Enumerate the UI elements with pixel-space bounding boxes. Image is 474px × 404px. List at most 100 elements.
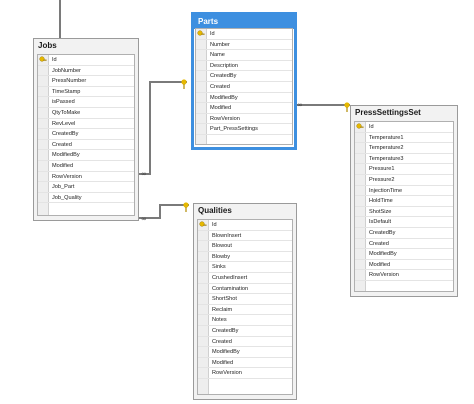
field-row[interactable]: RevLevel	[38, 119, 134, 130]
field-name: RowVersion	[210, 115, 240, 122]
field-row[interactable]: Temperature1	[355, 133, 453, 144]
field-name: Job_Part	[52, 184, 75, 191]
field-row[interactable]: ModifiedBy	[38, 150, 134, 161]
primary-key-field[interactable]: Id	[198, 220, 292, 231]
field-name: Notes	[212, 317, 227, 324]
field-row[interactable]: Reclaim	[198, 305, 292, 316]
field-name: Name	[210, 52, 225, 59]
field-row[interactable]: IsDefault	[355, 217, 453, 228]
field-name: Sinks	[212, 264, 226, 271]
field-row[interactable]: Created	[198, 337, 292, 348]
field-row[interactable]: Name	[196, 50, 292, 61]
field-row[interactable]: CrushedInsert	[198, 273, 292, 284]
field-row[interactable]: TimeStamp	[38, 87, 134, 98]
field-row[interactable]: QtyToMake	[38, 108, 134, 119]
field-name: ModifiedBy	[369, 251, 397, 258]
field-row[interactable]: Created	[355, 239, 453, 250]
field-row[interactable]: Pressure2	[355, 175, 453, 186]
field-name: BlownInsert	[212, 232, 242, 239]
field-name: HoldTime	[369, 198, 393, 205]
field-name: Created	[210, 83, 230, 90]
field-row[interactable]: ModifiedBy	[355, 249, 453, 260]
field-row[interactable]: CreatedBy	[198, 326, 292, 337]
field-name: Modified	[210, 105, 232, 112]
field-row[interactable]: Number	[196, 40, 292, 51]
field-name: Temperature3	[369, 155, 404, 162]
field-row[interactable]: ModifiedBy	[198, 347, 292, 358]
field-name: Number	[210, 41, 230, 48]
field-row[interactable]: Blowby	[198, 252, 292, 263]
field-row[interactable]: Part_PressSettings	[196, 124, 292, 135]
field-row[interactable]: RowVersion	[355, 270, 453, 281]
field-row[interactable]: ModifiedBy	[196, 93, 292, 104]
field-name: Created	[212, 338, 232, 345]
field-row[interactable]: Sinks	[198, 262, 292, 273]
field-name: CreatedBy	[210, 73, 237, 80]
table-title: Qualities	[194, 204, 296, 218]
field-name: Job_Quality	[52, 194, 82, 201]
field-row[interactable]: isPassed	[38, 97, 134, 108]
many-marker: ∞	[141, 170, 147, 178]
field-row[interactable]: InjectionTime	[355, 186, 453, 197]
field-row[interactable]: Modified	[196, 103, 292, 114]
field-name: Modified	[212, 359, 234, 366]
field-row[interactable]: CreatedBy	[355, 228, 453, 239]
field-name: ShortShot	[212, 296, 237, 303]
field-row[interactable]: Modified	[355, 260, 453, 271]
key-end-icon	[183, 202, 189, 212]
field-name: Blowby	[212, 253, 231, 260]
field-row[interactable]: CreatedBy	[196, 71, 292, 82]
field-row[interactable]: Created	[38, 140, 134, 151]
field-row[interactable]: CreatedBy	[38, 129, 134, 140]
many-marker: ∞	[141, 215, 147, 223]
field-row[interactable]: Contamination	[198, 284, 292, 295]
field-row[interactable]: Modified	[198, 358, 292, 369]
field-name: Description	[210, 62, 238, 69]
field-name: Part_PressSettings	[210, 126, 258, 133]
field-row[interactable]: Temperature3	[355, 154, 453, 165]
field-name: CreatedBy	[212, 327, 239, 334]
field-name: Contamination	[212, 285, 249, 292]
field-row[interactable]: PressNumber	[38, 76, 134, 87]
field-row[interactable]: Modified	[38, 161, 134, 172]
field-row[interactable]: ShortShot	[198, 294, 292, 305]
primary-key-field[interactable]: Id	[196, 29, 292, 40]
field-row[interactable]: JobNumber	[38, 66, 134, 77]
field-name: CreatedBy	[369, 229, 396, 236]
primary-key-field[interactable]: Id	[355, 122, 453, 133]
field-row[interactable]: Blowout	[198, 241, 292, 252]
field-name: Id	[212, 222, 217, 228]
field-row[interactable]: Created	[196, 82, 292, 93]
field-name: CreatedBy	[52, 131, 79, 138]
field-row[interactable]: BlownInsert	[198, 231, 292, 242]
field-name: InjectionTime	[369, 187, 403, 194]
field-name: IsDefault	[369, 219, 392, 226]
primary-key-field[interactable]: Id	[38, 55, 134, 66]
field-row[interactable]: ShotSize	[355, 207, 453, 218]
field-row[interactable]: RowVersion	[38, 172, 134, 183]
field-row[interactable]: Temperature2	[355, 143, 453, 154]
field-row[interactable]: RowVersion	[198, 368, 292, 379]
connector-jobs-qualities	[139, 204, 189, 219]
field-row[interactable]: RowVersion	[196, 114, 292, 125]
field-name: isPassed	[52, 99, 75, 106]
field-row[interactable]: Job_Quality	[38, 193, 134, 204]
key-icon	[356, 123, 364, 129]
field-row[interactable]: Description	[196, 61, 292, 72]
field-name: Blowout	[212, 243, 232, 250]
field-row[interactable]: Pressure1	[355, 164, 453, 175]
table-title: Jobs	[34, 39, 138, 53]
field-name: RowVersion	[369, 272, 399, 279]
connector-jobs-parts	[139, 81, 187, 175]
field-row[interactable]: Job_Part	[38, 182, 134, 193]
field-name: CrushedInsert	[212, 274, 248, 281]
field-row[interactable]: Notes	[198, 315, 292, 326]
field-row[interactable]: HoldTime	[355, 196, 453, 207]
